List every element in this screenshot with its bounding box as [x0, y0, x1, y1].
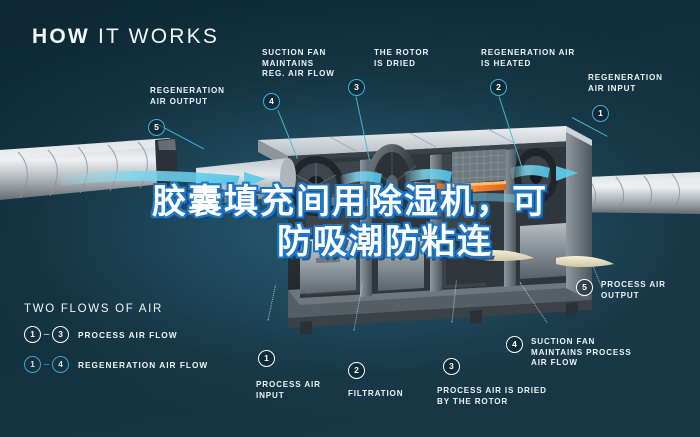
legend-row-process: 1–3 PROCESS AIR FLOW [24, 326, 178, 344]
legend-row-regeneration: 1–4 REGENERATION AIR FLOW [24, 356, 208, 374]
callout-label-regeneration-air-heated: REGENERATION AIR IS HEATED [481, 48, 576, 68]
callout-label-process-air-input: PROCESS AIR INPUT [256, 380, 321, 400]
callout-bullet-5-process[interactable]: 5 [576, 279, 593, 296]
legend-heading: TWO FLOWS OF AIR [24, 303, 164, 315]
callout-label-process-air-dried: PROCESS AIR IS DRIED BY THE ROTOR [437, 386, 547, 406]
callout-bullet-2-process[interactable]: 2 [348, 362, 365, 379]
overlay-headline-line2: 防吸潮防粘连 [277, 222, 493, 262]
deflector-vanes [470, 250, 614, 267]
legend-bullet-from-regeneration: 1 [24, 356, 41, 374]
airflow-arrows [60, 165, 578, 209]
callout-label-regeneration-air-input: REGENERATION AIR INPUT [588, 73, 663, 93]
filter-panel [451, 149, 507, 184]
machine-body [196, 126, 614, 335]
heater-element [414, 181, 506, 193]
left-duct [0, 138, 178, 200]
legend-label-process: PROCESS AIR FLOW [78, 329, 178, 340]
callout-bullet-3-regeneration[interactable]: 3 [348, 79, 365, 96]
access-panels [300, 223, 566, 294]
callout-label-filtration: FILTRATION [348, 389, 404, 398]
callout-bullet-1-regeneration[interactable]: 1 [592, 105, 609, 122]
title-word-light: IT WORKS [97, 25, 220, 48]
callout-bullet-4-process[interactable]: 4 [506, 336, 523, 353]
overlay-headline-line1: 胶囊填充间用除湿机，可 [152, 182, 548, 222]
callout-bullet-1-process[interactable]: 1 [258, 350, 275, 367]
callout-label-suction-fan-reg: SUCTION FAN MAINTAINS REG. AIR FLOW [262, 48, 335, 79]
range-dash-icon: – [43, 359, 50, 371]
callout-label-regeneration-air-output: REGENERATION AIR OUTPUT [150, 86, 225, 106]
callout-bullet-2-regeneration[interactable]: 2 [490, 79, 507, 96]
legend-bullet-to-process: 3 [52, 326, 69, 344]
legend-label-regeneration: REGENERATION AIR FLOW [78, 359, 209, 370]
callout-bullet-3-process[interactable]: 3 [443, 358, 460, 375]
callout-label-rotor-dried: THE ROTOR IS DRIED [374, 48, 430, 68]
callout-bullet-4-regeneration[interactable]: 4 [263, 93, 280, 110]
page-title: HOW IT WORKS [32, 26, 219, 47]
range-dash-icon: – [43, 329, 50, 341]
legend-bullet-from-process: 1 [24, 326, 41, 344]
callout-label-suction-fan-process: SUCTION FAN MAINTAINS PROCESS AIR FLOW [531, 337, 632, 368]
legend-bullet-to-regeneration: 4 [52, 356, 69, 374]
right-duct [566, 172, 700, 214]
overlay-headline: 胶囊填充间用除湿机，可 防吸潮防粘连 [0, 182, 700, 262]
callout-label-process-air-output: PROCESS AIR OUTPUT [601, 280, 666, 300]
callout-bullet-5-regeneration[interactable]: 5 [148, 119, 165, 136]
title-word-bold: HOW [32, 25, 90, 48]
